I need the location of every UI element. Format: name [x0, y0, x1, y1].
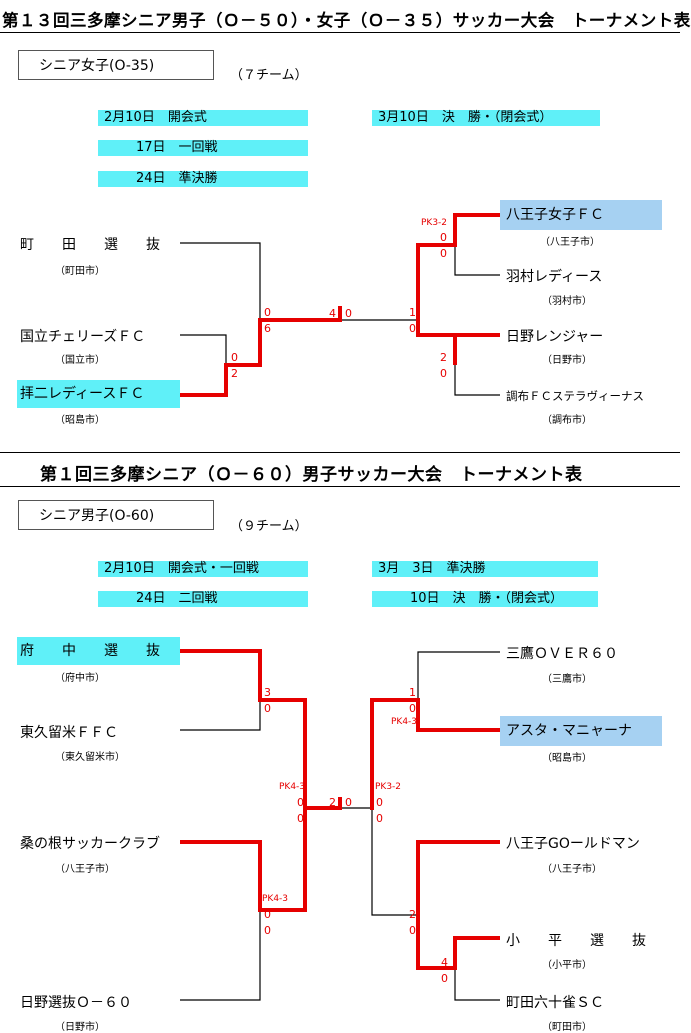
score: 3 [264, 686, 271, 699]
score: 0 [297, 796, 304, 809]
women-city-kunitachi: （国立市） [55, 355, 105, 366]
score: 0 [409, 702, 416, 715]
women-schedule-round1: 17日 一回戦 [98, 140, 308, 156]
men-team-golden: 八王子GOールドマン [506, 836, 640, 852]
men-division-text: シニア男子(O-60) [39, 508, 155, 524]
score: 0 [409, 322, 416, 335]
score: 0 [264, 702, 271, 715]
men-city-mitaka: （三鷹市） [542, 674, 592, 685]
score: 0 [440, 247, 447, 260]
pk-score: PK3-2 [375, 782, 402, 792]
women-team-haijima: 拝二レディースＦＣ [17, 380, 180, 408]
score: 0 [345, 307, 352, 320]
men-city-fuchu: （府中市） [55, 673, 105, 684]
score: 1 [409, 306, 416, 319]
score: 0 [297, 812, 304, 825]
women-team-chofu: 調布ＦＣステラヴィーナス [506, 389, 644, 403]
pk-score: PK3-2 [421, 218, 448, 228]
men-schedule-semifinal: 3月 3日 準決勝 [372, 561, 598, 577]
women-team-kunitachi: 国立チェリーズＦＣ [20, 329, 146, 345]
score: 0 [440, 231, 447, 244]
score: 0 [264, 908, 271, 921]
men-schedule-final: 10日 決 勝・（閉会式） [372, 591, 598, 607]
score: 1 [409, 686, 416, 699]
score: 0 [409, 924, 416, 937]
pk-score: PK4-3 [391, 717, 418, 727]
men-division-label: シニア男子(O-60) [18, 500, 214, 530]
women-city-machida: （町田市） [55, 266, 105, 277]
men-city-kuwanone: （八王子市） [55, 864, 115, 875]
men-team-fuchu: 府 中 選 抜 [17, 637, 180, 665]
men-city-kodaira: （小平市） [542, 960, 592, 971]
women-team-count: （７チーム） [230, 68, 308, 83]
men-team-asta: アスタ・マニャーナ [500, 716, 662, 746]
men-tournament-title: 第１回三多摩シニア（Ｏ－６０）男子サッカー大会 トーナメント表 [40, 465, 583, 485]
score: 0 [231, 351, 238, 364]
title-underline [0, 32, 680, 33]
women-bracket-lines [180, 213, 500, 397]
women-tournament-title: 第１３回三多摩シニア男子（Ｏ－５０）・女子（Ｏ－３５）サッカー大会 トーナメント… [2, 11, 691, 30]
women-city-hachioji: （八王子市） [540, 237, 600, 248]
score: 2 [409, 908, 416, 921]
score: 0 [345, 796, 352, 809]
men-team-kuwanone: 桑の根サッカークラブ [20, 836, 160, 852]
women-schedule-final: 3月10日 決 勝・（閉会式） [372, 110, 600, 126]
section-divider [0, 452, 680, 453]
men-schedule-opening: 2月10日 開会式・一回戦 [98, 561, 308, 577]
score: 4 [329, 307, 336, 320]
score: 2 [329, 796, 336, 809]
score: 4 [441, 956, 448, 969]
men-schedule-round2: 24日 二回戦 [98, 591, 308, 607]
men-team-rokujuu: 町田六十雀ＳＣ [506, 995, 604, 1011]
women-schedule-semifinal: 24日 準決勝 [98, 171, 308, 187]
score: 0 [376, 812, 383, 825]
men-team-count: （９チーム） [230, 519, 308, 534]
women-team-hino: 日野レンジャー [506, 329, 604, 345]
title-underline [0, 486, 680, 487]
score: 2 [440, 351, 447, 364]
score: 0 [440, 367, 447, 380]
women-city-haijima: （昭島市） [55, 415, 105, 426]
women-team-machida: 町 田 選 抜 [20, 237, 160, 253]
women-division-text: シニア女子(O-35) [39, 58, 155, 74]
score: 0 [264, 924, 271, 937]
pk-score: PK4-3 [262, 894, 289, 904]
men-city-higashikurume: （東久留米市） [55, 752, 125, 763]
women-team-hachioji: 八王子女子ＦＣ [500, 200, 662, 230]
men-team-mitaka: 三鷹ＯＶＥＲ６０ [506, 646, 618, 662]
women-city-hamura: （羽村市） [542, 296, 592, 307]
score: 2 [231, 367, 238, 380]
women-city-hino: （日野市） [542, 355, 592, 366]
score: 6 [264, 322, 271, 335]
men-city-asta: （昭島市） [542, 753, 592, 764]
men-city-rokujuu: （町田市） [542, 1022, 592, 1033]
men-team-higashikurume: 東久留米ＦＦＣ [20, 725, 118, 741]
score: 0 [376, 796, 383, 809]
pk-score: PK4-3 [279, 782, 306, 792]
men-city-hinosenbatsu: （日野市） [55, 1022, 105, 1033]
score: 0 [264, 306, 271, 319]
women-city-chofu: （調布市） [542, 415, 592, 426]
men-city-golden: （八王子市） [542, 864, 602, 875]
women-division-label: シニア女子(O-35) [18, 50, 214, 80]
men-team-kodaira: 小 平 選 抜 [506, 933, 646, 949]
men-team-hinosenbatsu: 日野選抜Ｏ－６０ [20, 995, 132, 1011]
women-team-hamura: 羽村レディース [506, 269, 603, 285]
score: 0 [441, 972, 448, 985]
women-schedule-opening: 2月10日 開会式 [98, 110, 308, 126]
